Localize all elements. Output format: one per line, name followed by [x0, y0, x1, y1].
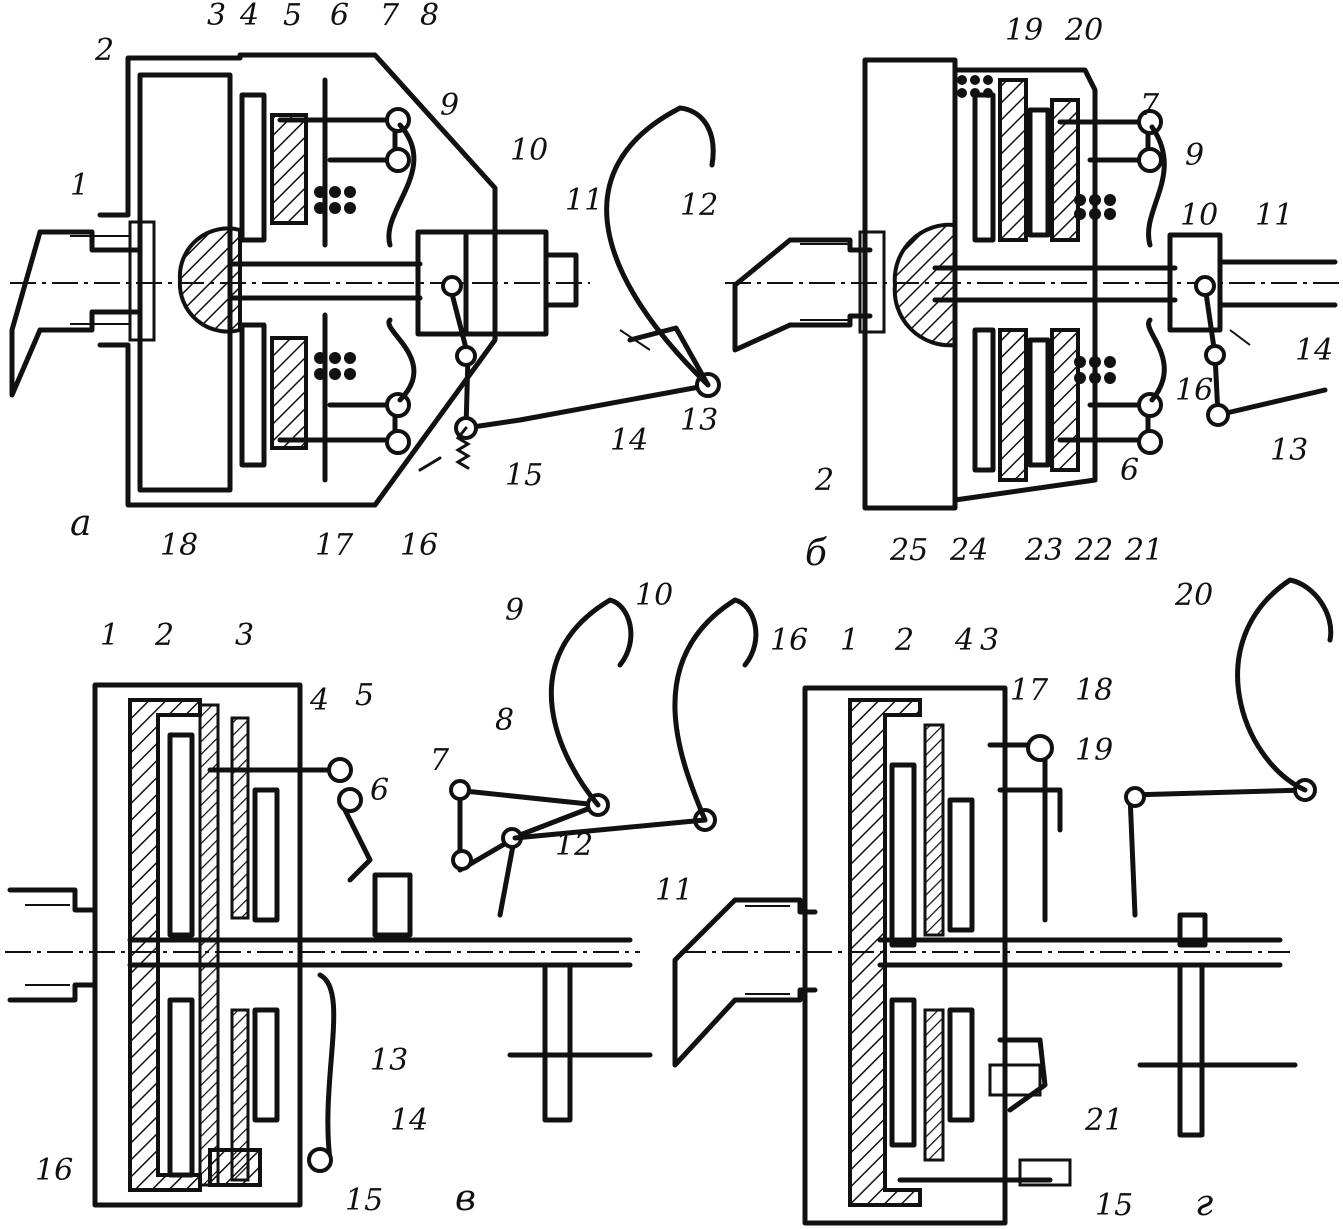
svg-text:10: 10 — [1180, 198, 1218, 233]
svg-text:25: 25 — [889, 533, 928, 568]
panel-a: 1 2 3 4 5 6 7 8 9 10 11 12 13 14 15 16 1… — [9, 0, 721, 563]
svg-text:8: 8 — [495, 703, 514, 738]
svg-text:9: 9 — [1185, 138, 1204, 173]
svg-text:10: 10 — [510, 133, 548, 168]
svg-text:4: 4 — [309, 683, 329, 718]
svg-text:17: 17 — [315, 528, 354, 563]
svg-text:5: 5 — [283, 0, 302, 33]
svg-text:21: 21 — [1124, 533, 1163, 568]
svg-text:12: 12 — [680, 188, 718, 223]
svg-text:14: 14 — [610, 423, 648, 458]
svg-text:19: 19 — [1075, 733, 1113, 768]
svg-text:15: 15 — [345, 1183, 383, 1218]
svg-text:19: 19 — [1005, 13, 1043, 48]
svg-text:16: 16 — [770, 623, 808, 658]
svg-text:4: 4 — [954, 623, 974, 658]
svg-text:3: 3 — [207, 0, 226, 33]
svg-text:16: 16 — [1175, 373, 1213, 408]
svg-text:23: 23 — [1024, 533, 1063, 568]
svg-text:13: 13 — [680, 403, 718, 438]
svg-text:13: 13 — [370, 1043, 408, 1078]
svg-text:6: 6 — [370, 773, 389, 808]
pressure-springs-a — [314, 186, 356, 380]
svg-text:14: 14 — [390, 1103, 428, 1138]
svg-text:2: 2 — [94, 33, 114, 68]
pressure-springs-b — [957, 75, 1116, 384]
svg-text:5: 5 — [355, 678, 374, 713]
svg-text:1: 1 — [100, 618, 119, 653]
svg-text:18: 18 — [1075, 673, 1113, 708]
svg-text:10: 10 — [635, 578, 673, 613]
panel-a-sublabel: а — [70, 503, 91, 544]
callouts-c: 1 2 3 4 5 6 7 8 9 10 11 12 13 14 15 16 — [35, 578, 693, 1218]
svg-text:2: 2 — [154, 618, 174, 653]
svg-text:9: 9 — [505, 593, 524, 628]
svg-text:4: 4 — [239, 0, 259, 33]
svg-text:6: 6 — [1120, 453, 1139, 488]
panel-c-sublabel: в — [455, 1178, 476, 1219]
svg-text:3: 3 — [235, 618, 254, 653]
svg-text:11: 11 — [1255, 198, 1293, 233]
svg-text:14: 14 — [1295, 333, 1333, 368]
svg-text:7: 7 — [380, 0, 400, 33]
svg-text:16: 16 — [400, 528, 438, 563]
panel-b-sublabel: б — [805, 533, 828, 574]
svg-text:18: 18 — [160, 528, 198, 563]
svg-text:20: 20 — [1174, 578, 1213, 613]
svg-text:24: 24 — [949, 533, 988, 568]
svg-text:2: 2 — [814, 463, 834, 498]
svg-text:15: 15 — [505, 458, 543, 493]
callouts-d: 16 1 2 4 3 17 18 19 20 21 15 — [770, 578, 1213, 1223]
svg-text:3: 3 — [980, 623, 999, 658]
svg-text:21: 21 — [1084, 1103, 1123, 1138]
svg-text:1: 1 — [840, 623, 859, 658]
svg-text:2: 2 — [894, 623, 914, 658]
svg-text:17: 17 — [1010, 673, 1049, 708]
svg-text:1: 1 — [70, 168, 89, 203]
callouts-a: 1 2 3 4 5 6 7 8 9 10 11 12 13 14 15 16 1… — [70, 0, 718, 563]
svg-text:20: 20 — [1064, 13, 1103, 48]
panel-d-sublabel: г — [1195, 1183, 1213, 1224]
svg-text:6: 6 — [330, 0, 349, 33]
svg-text:8: 8 — [420, 0, 439, 33]
svg-text:9: 9 — [440, 88, 459, 123]
svg-text:7: 7 — [1140, 88, 1160, 123]
callouts-b: 19 20 7 9 10 11 14 16 13 6 21 22 23 24 2… — [814, 13, 1333, 568]
svg-text:11: 11 — [565, 183, 603, 218]
svg-text:22: 22 — [1074, 533, 1113, 568]
svg-text:15: 15 — [1095, 1188, 1133, 1223]
panel-b: 19 20 7 9 10 11 14 16 13 6 21 22 23 24 2… — [725, 13, 1340, 574]
panel-d: 16 1 2 4 3 17 18 19 20 21 15 г — [672, 577, 1334, 1226]
svg-text:12: 12 — [555, 828, 593, 863]
svg-text:11: 11 — [655, 873, 693, 908]
svg-text:7: 7 — [430, 743, 450, 778]
svg-text:13: 13 — [1270, 433, 1308, 468]
svg-text:16: 16 — [35, 1153, 73, 1188]
panel-c: 1 2 3 4 5 6 7 8 9 10 11 12 13 14 15 16 в — [5, 578, 759, 1219]
